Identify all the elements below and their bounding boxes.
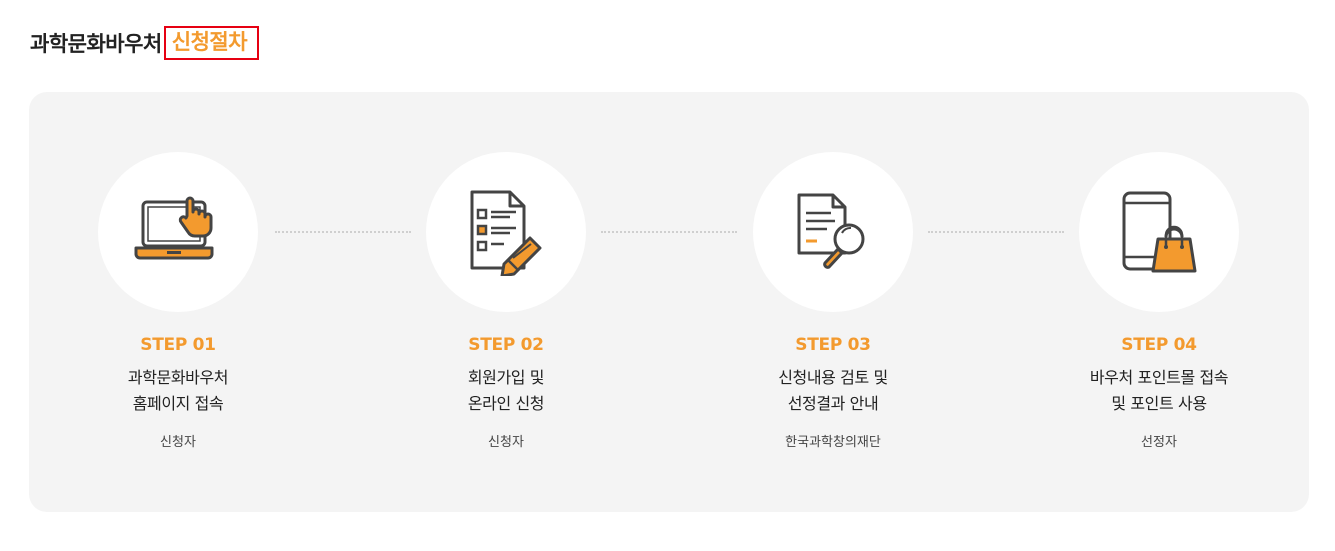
page-title-highlight: 신청절차 <box>163 26 260 60</box>
step-2-description: 회원가입 및 온라인 신청 <box>396 365 616 417</box>
step-4-circle <box>1079 152 1239 312</box>
step-3-label: STEP 03 <box>795 335 871 355</box>
step-connector-1 <box>275 231 411 233</box>
step-4-actor: 선정자 <box>1141 435 1177 450</box>
step-connector-2 <box>601 231 737 233</box>
step-connector-3 <box>928 231 1064 233</box>
laptop-hand-icon <box>134 196 214 260</box>
step-2-circle <box>426 152 586 312</box>
step-4-desc-line2: 및 포인트 사용 <box>1111 394 1207 413</box>
step-3: STEP 03 신청내용 검토 및 선정결과 안내 한국과학창의재단 <box>723 152 943 450</box>
step-4-label: STEP 04 <box>1121 335 1197 355</box>
step-4-description: 바우처 포인트몰 접속 및 포인트 사용 <box>1049 365 1269 417</box>
step-3-desc-line1: 신청내용 검토 및 <box>778 368 888 387</box>
procedure-panel: STEP 01 과학문화바우처 홈페이지 접속 신청자 <box>29 92 1309 512</box>
step-3-desc-line2: 선정결과 안내 <box>787 394 879 413</box>
step-1: STEP 01 과학문화바우처 홈페이지 접속 신청자 <box>68 152 288 450</box>
checklist-pencil-icon <box>470 190 542 276</box>
document-search-icon <box>797 193 865 269</box>
step-2: STEP 02 회원가입 및 온라인 신청 신청자 <box>396 152 616 450</box>
step-3-circle <box>753 152 913 312</box>
step-2-label: STEP 02 <box>468 335 544 355</box>
step-1-circle <box>98 152 258 312</box>
page-title: 과학문화바우처 신청절차 <box>30 26 260 60</box>
step-3-actor: 한국과학창의재단 <box>785 435 881 450</box>
page-title-main: 과학문화바우처 <box>30 32 162 56</box>
step-1-desc-line1: 과학문화바우처 <box>127 368 229 387</box>
step-4: STEP 04 바우처 포인트몰 접속 및 포인트 사용 선정자 <box>1049 152 1269 450</box>
step-2-desc-line1: 회원가입 및 <box>467 368 545 387</box>
mobile-shopping-bag-icon <box>1122 191 1197 273</box>
step-1-desc-line2: 홈페이지 접속 <box>132 394 224 413</box>
step-1-description: 과학문화바우처 홈페이지 접속 <box>68 365 288 417</box>
step-3-description: 신청내용 검토 및 선정결과 안내 <box>723 365 943 417</box>
step-2-desc-line2: 온라인 신청 <box>467 394 545 413</box>
step-2-actor: 신청자 <box>488 435 524 450</box>
step-1-actor: 신청자 <box>160 435 196 450</box>
step-1-label: STEP 01 <box>140 335 216 355</box>
step-4-desc-line1: 바우처 포인트몰 접속 <box>1089 368 1229 387</box>
